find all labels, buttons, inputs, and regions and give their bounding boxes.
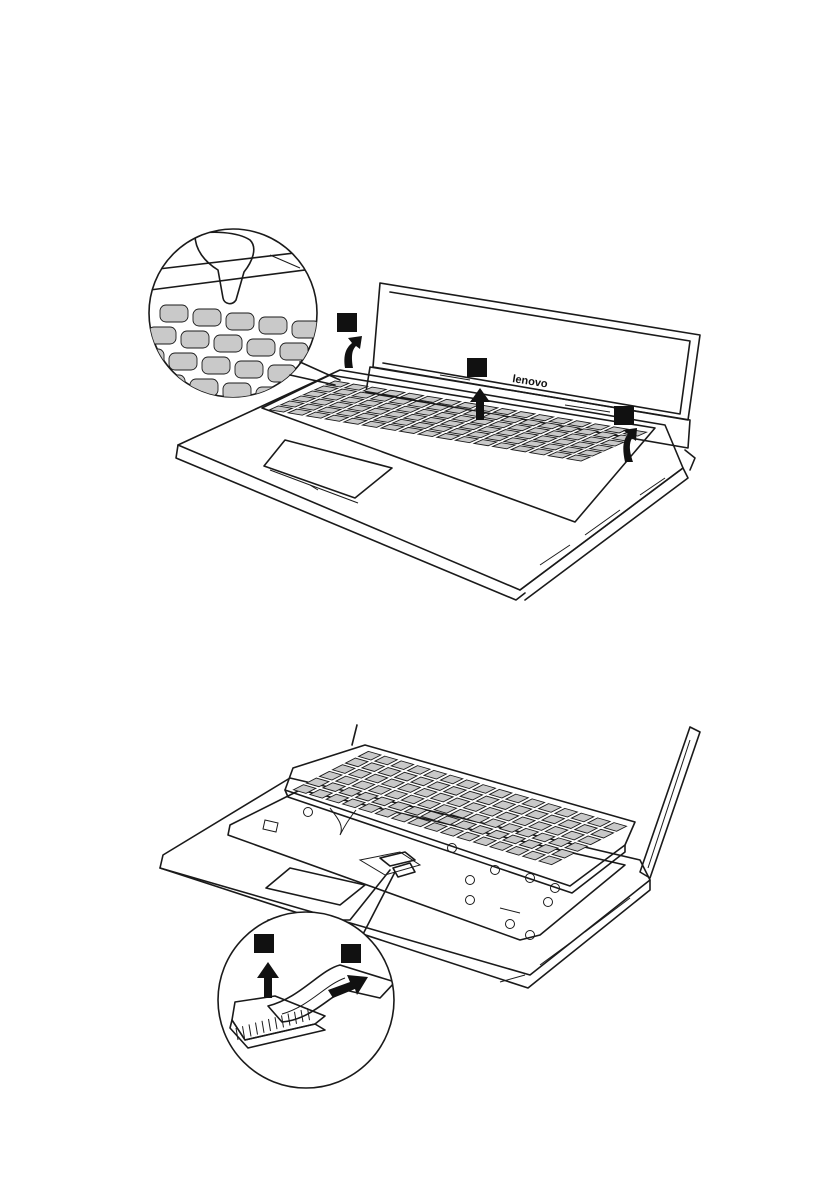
keyboard-key xyxy=(441,827,463,836)
keyboard-key xyxy=(604,823,626,832)
keyboard-key xyxy=(529,822,551,831)
keyboard-key xyxy=(408,766,430,775)
keyboard-key xyxy=(333,765,355,774)
keyboard-key xyxy=(307,778,329,787)
keyboard-key xyxy=(392,813,414,822)
keyboard-key xyxy=(457,832,479,841)
keyboard-key xyxy=(346,758,368,767)
keyboard-key xyxy=(454,821,476,830)
keyboard-key xyxy=(477,796,499,805)
keyboard-key xyxy=(506,846,528,855)
keyboard-key xyxy=(539,856,561,865)
keyboard-key xyxy=(464,803,486,812)
keyboard-key xyxy=(385,790,407,799)
keyboard-key xyxy=(352,781,374,790)
keyboard-key xyxy=(349,769,371,778)
keyboard-key xyxy=(418,800,440,809)
keyboard-key xyxy=(365,774,387,783)
keyboard-key xyxy=(391,761,413,770)
keyboard-key xyxy=(509,806,531,815)
keyboard-key xyxy=(431,793,453,802)
keyboard-key xyxy=(552,849,574,858)
keyboard-key xyxy=(562,831,584,840)
keyboard-key xyxy=(411,777,433,786)
keyboard-key xyxy=(414,788,436,797)
keyboard-connector xyxy=(380,852,415,877)
screw-hole xyxy=(466,876,475,885)
keyboard-key xyxy=(326,794,348,803)
keyboard-key xyxy=(369,786,391,795)
keyboard-key xyxy=(447,798,469,807)
keyboard-key xyxy=(460,791,482,800)
keyboard-key xyxy=(493,801,515,810)
keyboard-key xyxy=(467,814,489,823)
keyboard-key xyxy=(591,829,613,838)
keyboard-key xyxy=(388,802,410,811)
keyboard-key xyxy=(382,779,404,788)
keyboard-key xyxy=(425,823,447,832)
keyboard-key xyxy=(513,817,535,826)
screw-hole xyxy=(466,896,475,905)
keyboard-key xyxy=(522,799,544,808)
keyboard-key xyxy=(395,772,417,781)
keyboard-key xyxy=(496,812,518,821)
keyboard-key xyxy=(378,768,400,777)
keyboard-key xyxy=(339,788,361,797)
keyboard-key xyxy=(571,813,593,822)
keyboard-key xyxy=(526,810,548,819)
keyboard-key xyxy=(375,756,397,765)
keyboard-key xyxy=(375,808,397,817)
keyboard-key xyxy=(506,794,528,803)
keyboard-key xyxy=(503,835,525,844)
keyboard-key xyxy=(490,842,512,851)
keyboard-key xyxy=(523,851,545,860)
keyboard-key xyxy=(474,837,496,846)
screw-hole xyxy=(304,808,313,817)
keyboard-key xyxy=(320,771,342,780)
screw-hole xyxy=(506,920,515,929)
keyboard-key xyxy=(401,795,423,804)
keyboard-key xyxy=(473,785,495,794)
keyboard-key xyxy=(405,807,427,816)
keyboard-key xyxy=(588,818,610,827)
keyboard-key xyxy=(532,833,554,842)
keyboard-key xyxy=(440,775,462,784)
keyboard-key xyxy=(558,820,580,829)
keyboard-key xyxy=(555,808,577,817)
keyboard-key xyxy=(362,763,384,772)
zoom-detail-cable-release xyxy=(218,912,395,1088)
callout-marker xyxy=(254,934,274,953)
keyboard-key xyxy=(457,780,479,789)
keyboard-key xyxy=(480,807,502,816)
keyboard-key xyxy=(539,804,561,813)
keyboard-key xyxy=(542,815,564,824)
touchpad xyxy=(266,868,365,905)
keyboard-key xyxy=(575,825,597,834)
keyboard-key xyxy=(578,836,600,845)
keyboard-key xyxy=(359,751,381,760)
screw-hole xyxy=(544,898,553,907)
callout-marker xyxy=(341,944,361,963)
keyboard-key xyxy=(545,826,567,835)
keyboard-key xyxy=(336,776,358,785)
keyboard-key xyxy=(424,770,446,779)
keyboard-key xyxy=(444,787,466,796)
keyboard-key xyxy=(483,819,505,828)
keyboard-key xyxy=(427,782,449,791)
keyboard-key xyxy=(490,789,512,798)
keyboard-key xyxy=(398,784,420,793)
